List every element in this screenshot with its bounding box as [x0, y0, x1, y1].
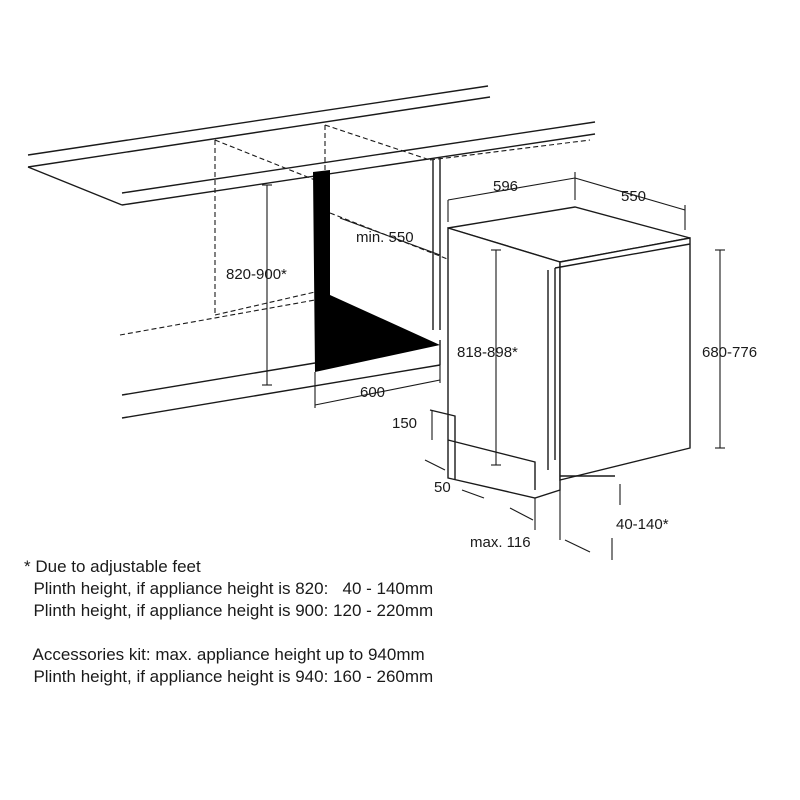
label-appliance-width: 596: [493, 178, 518, 195]
dimension-lines: [262, 172, 725, 560]
cabinet-outline: [119, 124, 591, 336]
note-plinth-820: Plinth height, if appliance height is 82…: [24, 579, 434, 598]
note-spacer: [24, 622, 784, 644]
label-panel-height: 680-776: [702, 344, 757, 361]
label-height-cabinet: 820-900*: [226, 266, 287, 283]
label-plinth-cut: 150: [392, 415, 417, 432]
note-accessories-kit: Accessories kit: max. appliance height u…: [24, 645, 425, 664]
footnotes: * Due to adjustable feet Plinth height, …: [24, 556, 784, 688]
label-niche-width: 600: [360, 384, 385, 401]
label-plinth-depth: 50: [434, 479, 451, 496]
label-door-overhang: max. 116: [470, 534, 531, 551]
dishwasher: [429, 206, 691, 499]
label-appliance-depth: 550: [621, 188, 646, 205]
cabinet-base: [121, 158, 441, 419]
note-plinth-900: Plinth height, if appliance height is 90…: [24, 601, 434, 620]
note-adjustable-feet: * Due to adjustable feet: [24, 557, 201, 576]
label-appliance-height: 818-898*: [457, 344, 518, 361]
label-plinth-range: 40-140*: [616, 516, 669, 533]
note-plinth-940: Plinth height, if appliance height is 94…: [24, 667, 434, 686]
worktop: [27, 85, 596, 206]
label-min-depth: min. 550: [356, 229, 414, 246]
niche-side-panel: [313, 170, 440, 372]
